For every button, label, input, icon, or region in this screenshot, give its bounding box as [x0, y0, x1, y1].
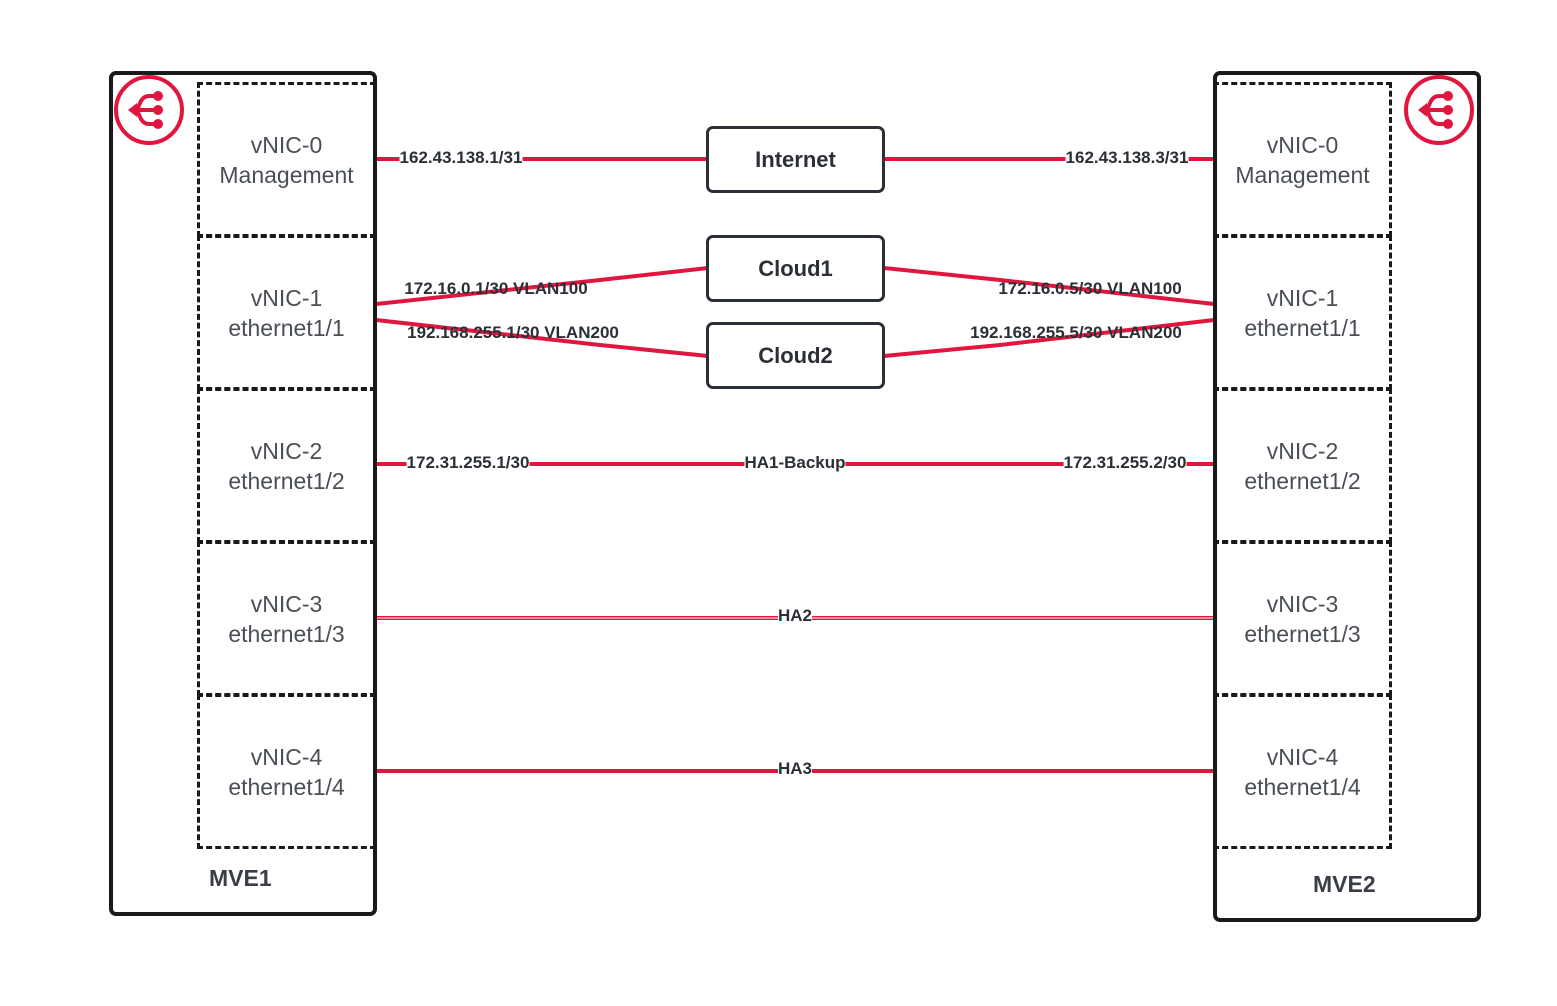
nic-interface: ethernet1/2	[228, 467, 345, 494]
nic-interface: ethernet1/3	[1244, 620, 1361, 647]
mve2-label: MVE2	[1313, 871, 1376, 897]
mve2-vnic-3: vNIC-3 ethernet1/3	[1213, 541, 1392, 696]
cloud2-node: Cloud2	[706, 322, 885, 389]
nic-interface: ethernet1/4	[228, 773, 345, 800]
ha2-label: HA2	[777, 606, 813, 626]
link-cloud1-left	[375, 266, 709, 306]
mve1-vnic-4: vNIC-4 ethernet1/4	[197, 694, 376, 849]
nic-interface: ethernet1/1	[228, 314, 345, 341]
ha1-backup-label: HA1-Backup	[744, 453, 846, 473]
nic-name: vNIC-4	[250, 743, 323, 770]
mve2-vnic-4: vNIC-4 ethernet1/4	[1213, 694, 1392, 849]
nic-interface: Management	[1235, 161, 1370, 188]
mve2-vnic-2: vNIC-2 ethernet1/2	[1213, 388, 1392, 543]
cloud1-left-ip-label: 172.16.0.1/30 VLAN100	[404, 279, 588, 298]
cloud2-right-ip-label: 192.168.255.5/30 VLAN200	[970, 323, 1182, 342]
ha3-label: HA3	[777, 759, 813, 779]
nic-interface: ethernet1/3	[228, 620, 345, 647]
internet-node: Internet	[706, 126, 885, 193]
nic-name: vNIC-3	[250, 590, 323, 617]
mve2-vnic-1: vNIC-1 ethernet1/1	[1213, 235, 1392, 390]
cloud1-node: Cloud1	[706, 235, 885, 302]
ha1-left-ip-label: 172.31.255.1/30	[406, 453, 530, 473]
mve1-vnic-2: vNIC-2 ethernet1/2	[197, 388, 376, 543]
cloud1-right-ip-label: 172.16.0.5/30 VLAN100	[998, 279, 1182, 298]
nic-name: vNIC-3	[1266, 590, 1339, 617]
nic-name: vNIC-1	[250, 284, 323, 311]
nic-name: vNIC-1	[1266, 284, 1339, 311]
share-network-icon	[114, 75, 184, 145]
mgmt-right-ip-label: 162.43.138.3/31	[1065, 148, 1189, 168]
mgmt-left-ip-label: 162.43.138.1/31	[399, 148, 523, 168]
mve1-vnic-3: vNIC-3 ethernet1/3	[197, 541, 376, 696]
cloud2-left-ip-label: 192.168.255.1/30 VLAN200	[407, 323, 619, 342]
link-cloud1-right	[883, 266, 1215, 306]
share-network-icon	[1404, 75, 1474, 145]
nic-name: vNIC-2	[250, 437, 323, 464]
mve1-label: MVE1	[209, 865, 272, 891]
mve1-vnic-1: vNIC-1 ethernet1/1	[197, 235, 376, 390]
nic-name: vNIC-0	[1266, 131, 1339, 158]
ha1-right-ip-label: 172.31.255.2/30	[1063, 453, 1187, 473]
link-cloud2-left	[375, 318, 709, 358]
nic-interface: ethernet1/2	[1244, 467, 1361, 494]
nic-interface: ethernet1/1	[1244, 314, 1361, 341]
link-cloud2-right	[883, 318, 1215, 358]
nic-name: vNIC-4	[1266, 743, 1339, 770]
nic-interface: ethernet1/4	[1244, 773, 1361, 800]
nic-interface: Management	[219, 161, 354, 188]
nic-name: vNIC-2	[1266, 437, 1339, 464]
nic-name: vNIC-0	[250, 131, 323, 158]
